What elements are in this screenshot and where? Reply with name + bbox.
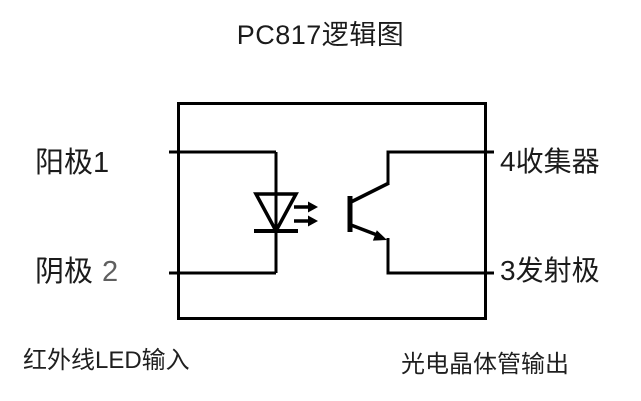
led-input-network	[169, 150, 278, 275]
caption-led-input: 红外线LED输入	[23, 347, 190, 374]
transistor-collector-lead	[350, 181, 390, 204]
transistor-output-network	[386, 150, 494, 275]
led-diode-symbol	[253, 192, 299, 235]
cathode-pin-number: 2	[102, 256, 119, 288]
caption-transistor-output: 光电晶体管输出	[401, 351, 569, 378]
phototransistor-symbol	[347, 181, 390, 241]
pin-label-anode-1: 阳极1	[35, 147, 110, 179]
cathode-label-text: 阴极	[35, 256, 94, 288]
emitter-arrowhead	[372, 230, 387, 241]
package-outline	[177, 102, 487, 320]
light-emission-arrows-icon	[294, 201, 318, 227]
pin-label-emitter-3: 3发射极	[500, 255, 600, 286]
diagram-title: PC817逻辑图	[236, 20, 405, 50]
pin-label-collector-4: 4收集器	[500, 146, 600, 177]
